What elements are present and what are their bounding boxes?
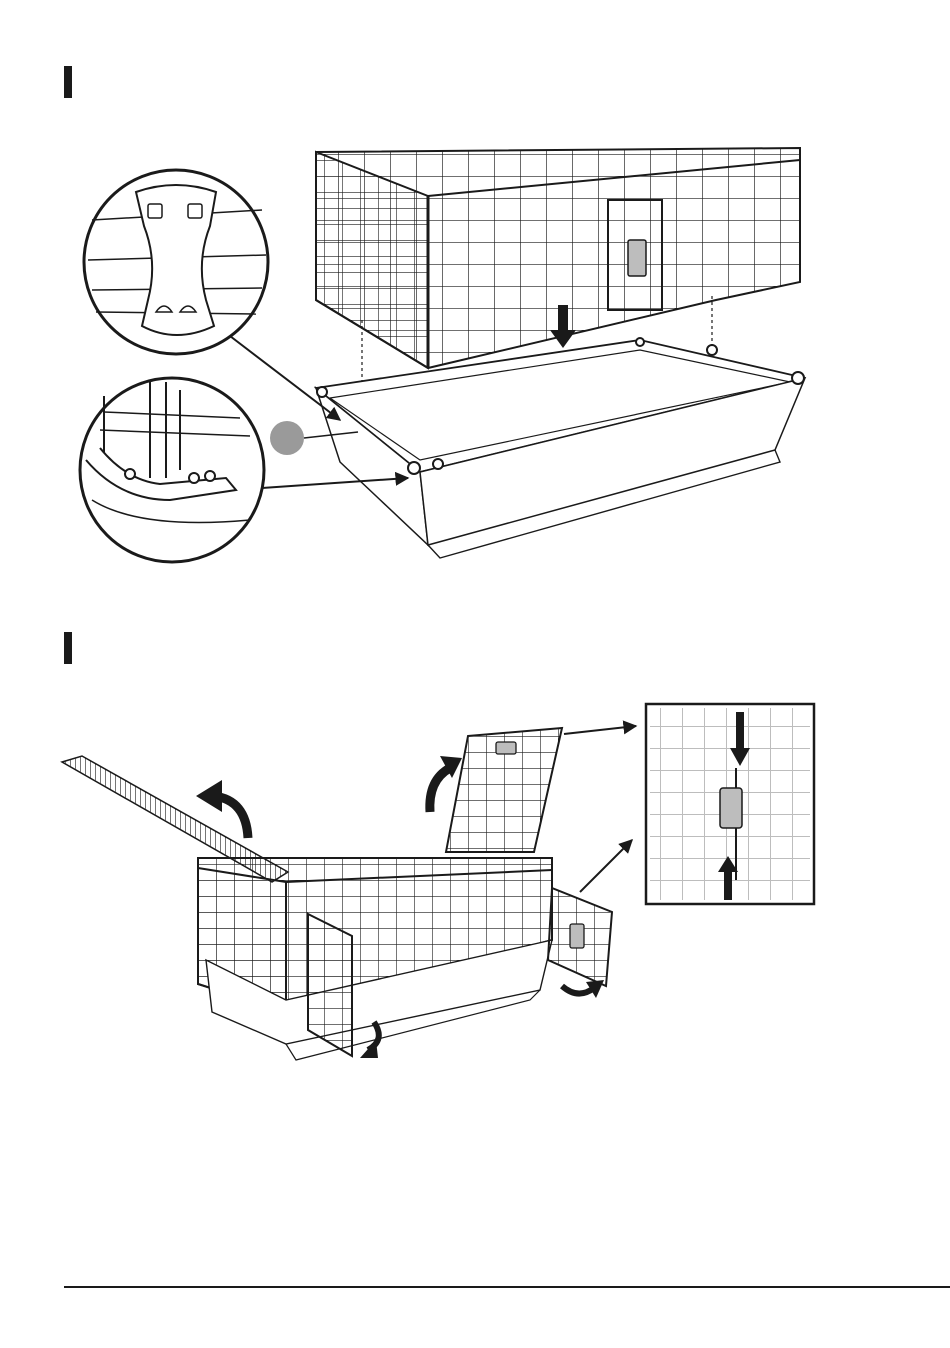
latch-callout-icon [646, 704, 814, 904]
latch-icon [496, 742, 516, 754]
clip-callout-icon [84, 170, 268, 354]
step-1-marker [64, 66, 72, 98]
cage-base [316, 338, 805, 558]
curved-arrow-icon [196, 780, 222, 812]
latch-icon [628, 240, 646, 276]
curved-arrow-icon [562, 986, 594, 994]
pointer-arrow-icon [230, 336, 340, 420]
reference-dot [270, 421, 304, 455]
step-1-illustration [80, 148, 805, 562]
step-2-marker [64, 632, 72, 664]
pointer-arrow-icon [564, 726, 636, 734]
front-door [308, 914, 352, 1056]
latch-icon [570, 924, 584, 948]
corner-callout-icon [80, 378, 264, 562]
pointer-arrow-icon [580, 840, 632, 892]
curved-arrow-icon [430, 768, 450, 812]
step-2-illustration [62, 704, 814, 1060]
